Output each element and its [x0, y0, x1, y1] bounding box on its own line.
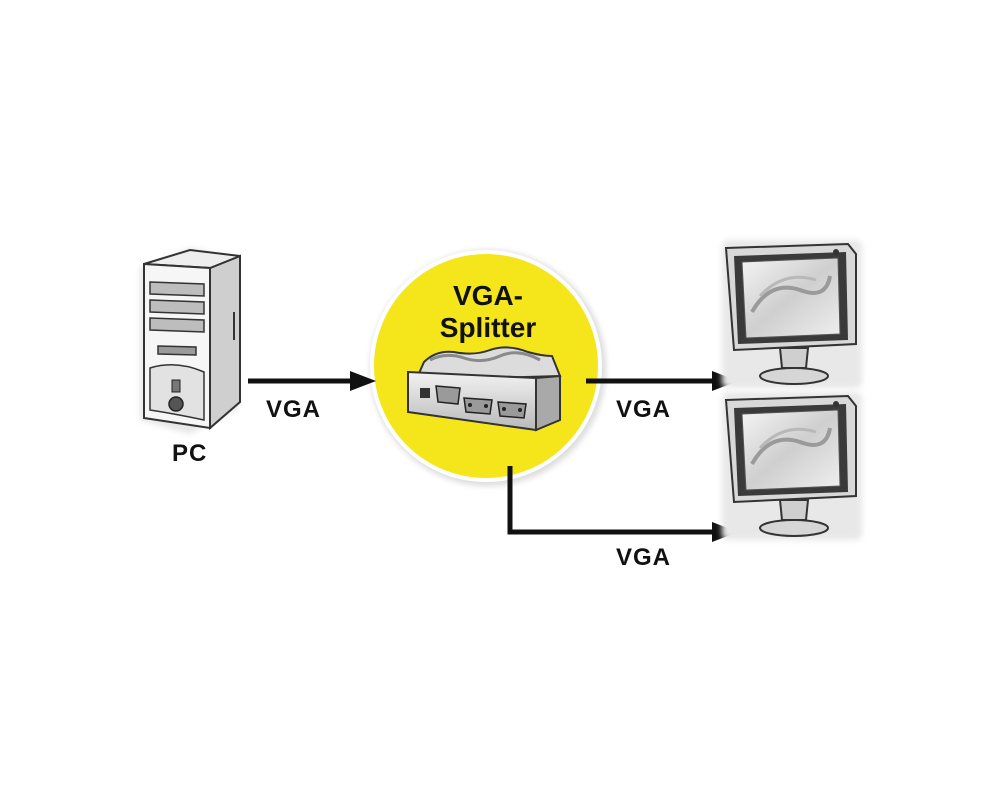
splitter-title: VGA- Splitter	[396, 280, 580, 344]
arrow-pc-to-splitter	[248, 371, 376, 391]
monitor-bottom-icon	[722, 392, 862, 540]
splitter-title-line1: VGA-	[453, 280, 523, 311]
monitor-top-icon	[722, 240, 862, 388]
vga-splitter-icon	[407, 346, 562, 432]
edge-label-pc-splitter: VGA	[266, 396, 322, 423]
arrow-splitter-to-monitor-bottom	[507, 466, 738, 542]
edge-label-splitter-monitor-bottom: VGA	[616, 544, 672, 571]
splitter-title-line2: Splitter	[439, 312, 537, 343]
edge-label-splitter-monitor-top: VGA	[616, 396, 672, 423]
arrow-splitter-to-monitor-top	[586, 371, 738, 391]
pc-label: PC	[172, 440, 208, 467]
pc-tower-icon	[140, 248, 241, 434]
